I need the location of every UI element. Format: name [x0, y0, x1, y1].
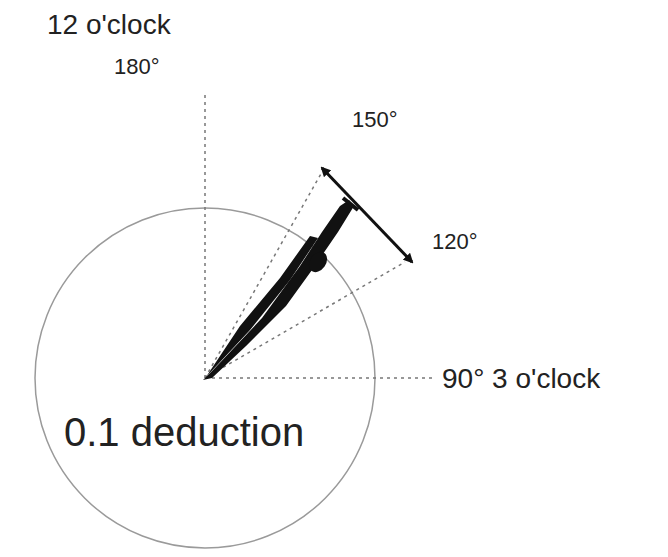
gymnast-figure [203, 198, 358, 380]
clock-position-label: 12 o'clock [45, 10, 173, 41]
range-double-arrow [322, 168, 412, 262]
deduction-label: 0.1 deduction [62, 410, 306, 454]
horizontal-reference-line [205, 377, 432, 379]
vertical-reference-line [204, 95, 206, 378]
angle-label: 180° [112, 55, 162, 79]
angle-label: 120° [430, 230, 480, 254]
angle-label: 150° [350, 108, 400, 132]
angle-clock-label: 90° 3 o'clock [440, 364, 602, 395]
